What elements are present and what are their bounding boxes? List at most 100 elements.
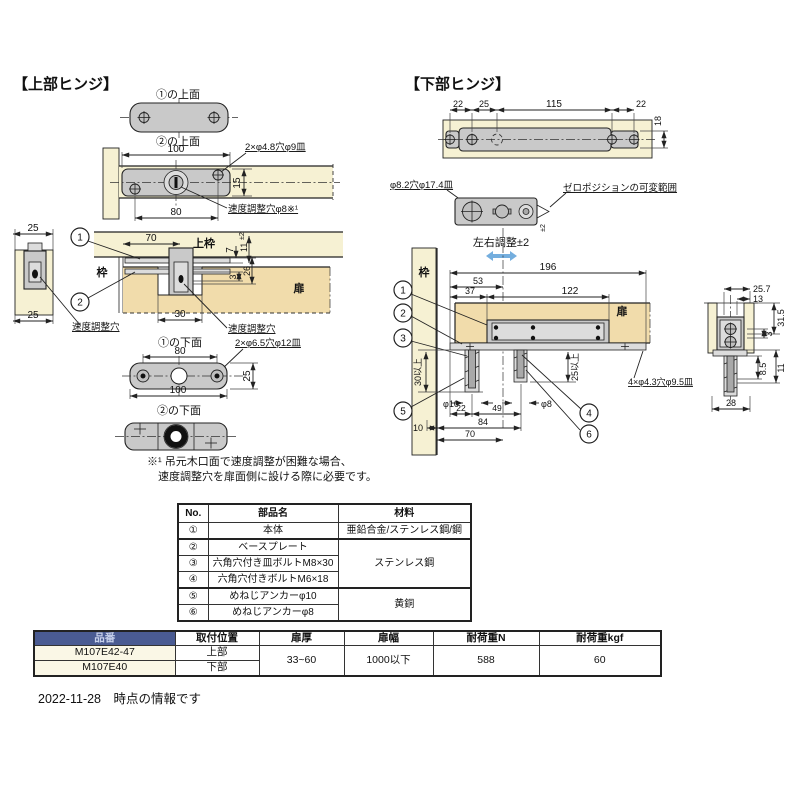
- upper-section-view: 上枠 枠 扉 1 2 70 7 11 ±2 3: [70, 227, 343, 335]
- balloon-1-lower-num: 1: [400, 286, 406, 297]
- col-door-thickness: 扉厚: [258, 630, 345, 646]
- balloon-6-lower-num: 6: [586, 430, 592, 441]
- balloon-4-lower: [579, 403, 599, 423]
- dim-25-topview: 25: [479, 99, 489, 109]
- dim-37: 37: [465, 286, 475, 296]
- dim-11-tol: ±2: [239, 232, 246, 240]
- dim-100-bottom: 100: [170, 385, 187, 396]
- upper-view2-bottom-label: ②の下面: [157, 404, 201, 417]
- balloon-2-lower: [393, 303, 413, 323]
- col-load-kgf: 耐荷重kgf: [538, 630, 662, 646]
- top-frame-label: 上枠: [193, 236, 215, 250]
- balloon-4-lower-num: 4: [586, 409, 592, 420]
- balloon-3-lower: [393, 328, 413, 348]
- parts-row-5: ⑤ めねじアンカーφ10 黄銅: [177, 587, 472, 622]
- parts-col-material: 材料: [337, 503, 472, 523]
- product-table: 品番 取付位置 扉厚 扉幅 耐荷重N 耐荷重kgf M107E42-47 上部 …: [33, 630, 662, 677]
- dim-70-lower: 70: [465, 429, 475, 439]
- upper-view1-bottom: ①の下面 2×φ6.5穴φ12皿 80 25 100: [122, 336, 301, 399]
- dim-49: 49: [492, 403, 502, 413]
- part-name: ベースプレート: [207, 538, 339, 556]
- upper-view2-top-label: ②の上面: [156, 135, 200, 148]
- part-no: ①: [177, 522, 209, 540]
- part-no: ②: [177, 538, 209, 556]
- footnote-line1: ※¹ 吊元木口面で速度調整が困難な場合、: [147, 454, 352, 468]
- dim-28: 28: [726, 398, 736, 408]
- upper-view1-bottom-label: ①の下面: [158, 336, 202, 349]
- col-product-code: 品番: [33, 630, 176, 646]
- dim-18: 18: [653, 116, 663, 126]
- dim-3-upper: 3: [228, 274, 238, 279]
- balloon-2-upper-num: 2: [77, 298, 83, 309]
- upper-view2-top: ②の上面 100 2×φ4.8穴φ9皿 15 80 速度調整穴φ8※¹: [102, 135, 340, 221]
- product-table-header-row: 品番 取付位置 扉厚 扉幅 耐荷重N 耐荷重kgf: [33, 630, 662, 646]
- dim-22-left: 22: [453, 99, 463, 109]
- hole-note-bottom: 2×φ6.5穴φ12皿: [235, 337, 301, 349]
- part-name: 本体: [207, 522, 339, 540]
- dim-22-anchor: 22: [456, 403, 466, 413]
- info-date-note: 2022-11-28 時点の情報です: [38, 692, 202, 706]
- dim-15: 15: [232, 177, 243, 189]
- part-material: 黄銅: [337, 587, 472, 622]
- balloon-2-upper: [70, 292, 90, 312]
- dim-25-7: 25.7: [753, 284, 771, 294]
- upper-plate-top-view: [129, 102, 229, 133]
- dim-25-bottom-view: 25: [242, 370, 253, 382]
- part-name: めねじアンカーφ10: [207, 587, 339, 605]
- load-n-value: 588: [432, 645, 540, 677]
- footnote-line2: 速度調整穴を扉面側に設ける際に必要です。: [158, 469, 377, 483]
- parts-row-1: ① 本体 亜鉛合金/ステンレス鋼/鋼: [177, 522, 472, 540]
- door-label-upper: 扉: [294, 281, 305, 295]
- product-row-2: M107E40 下部: [33, 660, 661, 677]
- dim-25-side-bottom: 25: [27, 310, 39, 321]
- col-door-width: 扉幅: [343, 630, 434, 646]
- part-no: ⑥: [177, 604, 209, 622]
- balloon-2-lower-num: 2: [400, 309, 406, 320]
- dim-100-top: 100: [168, 144, 185, 155]
- dim-70-upper: 70: [145, 233, 157, 244]
- dim-25-side-top: 25: [27, 223, 39, 234]
- door-thickness-value: 33~60: [258, 645, 345, 677]
- upper-view2-bottom: ②の下面: [115, 404, 238, 451]
- frame-wood-lower: [411, 247, 437, 456]
- part-material: ステンレス鋼: [337, 538, 472, 589]
- lower-side-view: 25.7 13 31.5 3 8.5 11 28: [704, 284, 786, 412]
- dim-80-bottom: 80: [174, 346, 186, 357]
- hole-note-lower: 4×φ4.3穴φ9.5皿: [628, 376, 693, 387]
- product-code: M107E42-47: [33, 645, 176, 661]
- frame-label-lower: 枠: [419, 265, 430, 279]
- dim-84: 84: [478, 417, 488, 427]
- upper-side-view: 25 25 速度調整穴: [13, 223, 120, 333]
- lr-adjust-arrow: [486, 251, 517, 261]
- adjuster-hole-note: φ8.2穴φ17.4皿: [390, 179, 454, 191]
- dim-31-5: 31.5: [776, 309, 786, 327]
- lr-adjust-label: 左右調整±2: [473, 235, 529, 249]
- dim-11: 11: [239, 243, 249, 252]
- lower-hinge-title: 【下部ヒンジ】: [405, 75, 510, 93]
- dim-phi10: φ10: [443, 399, 459, 409]
- speed-hole-label-side: 速度調整穴: [72, 321, 120, 333]
- dim-8-5: 8.5: [758, 363, 768, 376]
- door-label-lower: 扉: [617, 304, 628, 318]
- upper-view1-top-label: ①の上面: [156, 88, 200, 101]
- lower-top-view: 22 25 115 22 18: [438, 99, 668, 159]
- dim-80-top: 80: [170, 207, 182, 218]
- lower-section-view: 枠 扉 1 2 3: [393, 228, 693, 456]
- adjuster-tolerance: ±2: [540, 224, 547, 232]
- balloon-3-lower-num: 3: [400, 334, 406, 345]
- balloon-5-lower-num: 5: [400, 407, 406, 418]
- balloon-1-upper: [70, 227, 90, 247]
- balloon-6-lower: [579, 424, 599, 444]
- speed-adjust-hole: [32, 269, 38, 279]
- balloon-5-lower: [393, 401, 413, 421]
- col-load-n: 耐荷重N: [432, 630, 540, 646]
- dim-196: 196: [540, 262, 557, 273]
- base-plate-lower: [449, 342, 647, 351]
- parts-col-no: No.: [177, 503, 209, 523]
- hole-note-top: 2×φ4.8穴φ9皿: [245, 141, 306, 153]
- col-mount-position: 取付位置: [174, 630, 260, 646]
- dim-22-right: 22: [636, 99, 646, 109]
- dim-3-lower: 3: [764, 331, 774, 336]
- parts-table-header-row: No. 部品名 材料: [177, 503, 472, 523]
